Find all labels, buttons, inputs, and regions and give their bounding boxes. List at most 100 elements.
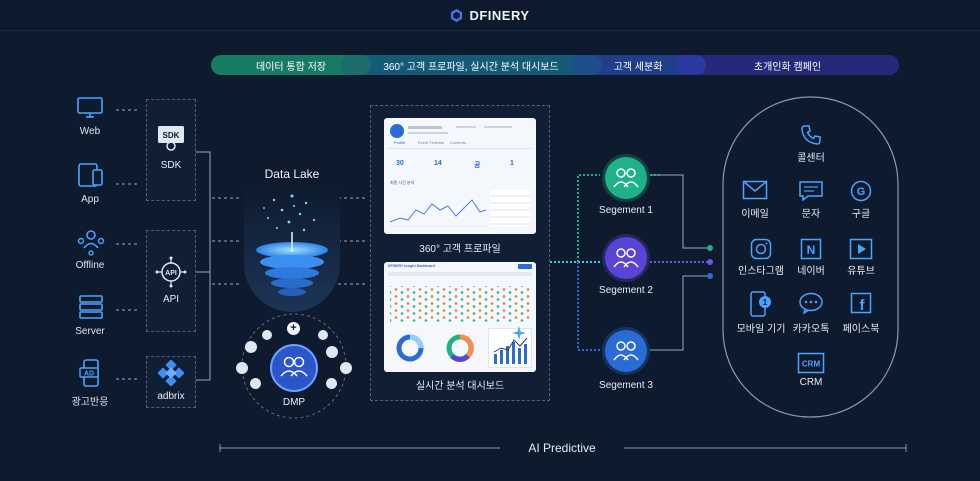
channel-label-sms: 문자 xyxy=(801,209,821,220)
stage-joint-1 xyxy=(341,55,371,75)
api-icon: API xyxy=(155,256,187,288)
channel-label-youtube: 유튜브 xyxy=(847,266,875,277)
segment-1-group-icon xyxy=(613,168,639,188)
channel-label-instagram: 인스타그램 xyxy=(738,266,784,277)
stage-pill-1-label: 데이터 통합 저장 xyxy=(256,61,326,73)
naver-icon: N xyxy=(800,238,822,260)
dmp-label: DMP xyxy=(282,397,306,408)
profile-card-label: 360° 고객 프로파일 xyxy=(419,244,501,255)
facebook-icon: f xyxy=(850,292,872,314)
stage-pill-4-label: 초개인화 캠페인 xyxy=(753,61,822,73)
smartphone-icon xyxy=(78,163,103,187)
orbit-node-cart-icon xyxy=(236,362,248,374)
profile-meta-bar-1 xyxy=(456,126,476,128)
profile-tab-events[interactable]: Event Timeline xyxy=(418,140,445,145)
dashboard-title: DFINERY Insight Dashboard xyxy=(388,264,435,268)
ai-predictive-label: AI Predictive xyxy=(528,441,596,455)
source-label-ad: 광고반응 xyxy=(71,397,109,408)
stage-joint-2 xyxy=(572,55,602,75)
collector-label-api: API xyxy=(162,294,180,305)
orbit-node-card-icon xyxy=(245,341,257,353)
channel-label-kakaotalk: 카카오톡 xyxy=(792,324,830,335)
channel-label-facebook: 페이스북 xyxy=(842,324,880,335)
crm-icon: CRM xyxy=(797,352,825,374)
dfinery-logo-icon xyxy=(451,8,463,22)
monitor-icon xyxy=(77,97,103,118)
phone-icon xyxy=(801,125,821,145)
profile-stat-2: 14 xyxy=(434,160,442,167)
orbit-node-user-icon xyxy=(318,330,328,340)
segment-2-label: Segement 2 xyxy=(599,285,653,296)
data-lake-graphic xyxy=(244,188,340,312)
collector-label-adbrix: adbrix xyxy=(157,391,185,402)
stage-pill-3-label: 고객 세분화 xyxy=(613,61,663,73)
source-label-app: App xyxy=(81,194,99,205)
email-icon xyxy=(742,180,768,200)
dashboard-dot-grid xyxy=(390,286,530,322)
orbit-node-heart-icon xyxy=(250,378,261,389)
dmp-circle xyxy=(270,344,318,392)
svg-text:CRM: CRM xyxy=(802,360,821,369)
youtube-icon xyxy=(849,238,873,260)
dashboard-button[interactable] xyxy=(518,264,532,269)
orbit-node-clock-icon xyxy=(340,362,352,374)
profile-tab-contents[interactable]: Contents xyxy=(450,140,467,145)
profile-stat-1: 30 xyxy=(396,160,404,167)
plus-icon: + xyxy=(287,322,300,335)
stage-pill-2: 360° 고객 프로파일, 실시간 분석 대시보드 xyxy=(341,55,601,75)
orbit-node-chat-icon xyxy=(262,330,272,340)
adbrix-icon xyxy=(158,360,184,386)
profile-id-bar xyxy=(408,132,448,134)
profile-tab-underline xyxy=(388,148,532,149)
svg-text:1: 1 xyxy=(763,298,768,307)
top-bar: DFINERY xyxy=(0,0,980,31)
data-lake-title: Data Lake xyxy=(264,167,320,181)
profile-tab-profile[interactable]: Profile xyxy=(394,140,406,145)
ad-phone-icon: AD xyxy=(79,359,99,387)
profile-stat-4: 1 xyxy=(510,160,514,167)
channel-label-crm: CRM xyxy=(799,377,823,388)
segment-3-circle xyxy=(605,330,647,372)
svg-text:AD: AD xyxy=(84,371,94,378)
segment-2-circle xyxy=(605,237,647,279)
instagram-icon xyxy=(750,238,772,260)
svg-text:G: G xyxy=(857,186,866,198)
dashboard-donut-2 xyxy=(446,334,474,362)
google-icon: G xyxy=(850,180,872,202)
profile-line-chart xyxy=(390,199,486,227)
people-network-icon xyxy=(77,230,105,256)
dashboard-card-label: 실시간 분석 대시보드 xyxy=(415,381,505,392)
stage-pill-4: 초개인화 캠페인 xyxy=(676,55,899,75)
mobile-push-icon: 1 xyxy=(750,291,771,317)
orbit-node-screen-icon xyxy=(326,346,338,358)
profile-card: Profile Event Timeline Contents 30 14 공 … xyxy=(384,118,536,234)
server-icon xyxy=(79,295,103,319)
profile-avatar xyxy=(390,124,404,138)
dashboard-bar-chart xyxy=(493,337,528,364)
collector-label-sdk: SDK xyxy=(160,160,182,171)
channel-label-callcenter: 콜센터 xyxy=(797,153,825,164)
profile-name-bar xyxy=(408,126,442,129)
profile-meta-bar-2 xyxy=(484,126,512,128)
channel-label-google: 구글 xyxy=(851,209,871,220)
dmp-people-icon xyxy=(280,356,308,377)
segment-1-label: Segement 1 xyxy=(599,205,653,216)
segment-3-label: Segement 3 xyxy=(599,380,653,391)
svg-text:API: API xyxy=(165,270,177,277)
svg-text:SDK: SDK xyxy=(163,131,180,140)
stage-pill-2-label: 360° 고객 프로파일, 실시간 분석 대시보드 xyxy=(383,61,559,73)
svg-text:f: f xyxy=(860,297,866,314)
profile-side-table xyxy=(490,190,530,226)
source-label-server: Server xyxy=(75,326,105,337)
sms-icon xyxy=(799,181,823,202)
stage-pill-3: 고객 세분화 xyxy=(572,55,704,75)
sdk-icon: SDK xyxy=(158,126,184,151)
brand-name: DFINERY xyxy=(469,7,530,23)
dashboard-donut-1 xyxy=(396,334,424,362)
stage-joint-3 xyxy=(676,55,706,75)
svg-text:N: N xyxy=(807,243,816,257)
channel-label-email: 이메일 xyxy=(741,209,769,220)
segment-1-circle xyxy=(605,157,647,199)
source-label-web: Web xyxy=(79,126,101,137)
orbit-node-box-icon xyxy=(326,378,337,389)
